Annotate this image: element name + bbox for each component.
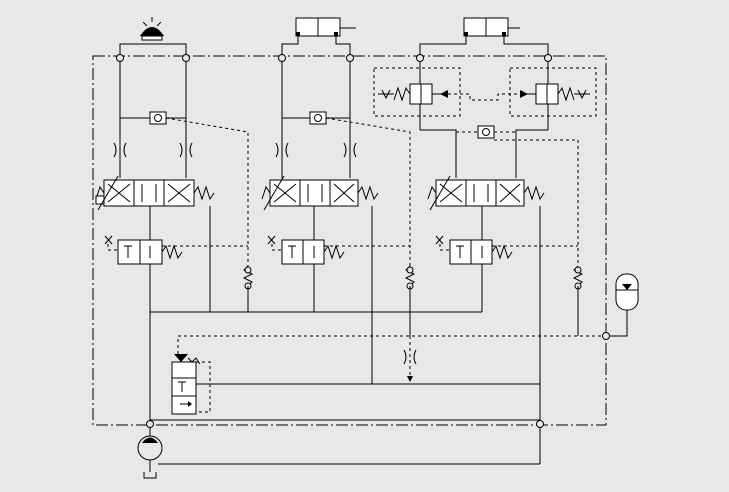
section-2 <box>261 17 417 384</box>
double-acting-cylinder-icon <box>463 17 520 37</box>
shuttle-valve-2 <box>309 111 327 125</box>
accumulator-icon <box>606 273 639 337</box>
directional-valve-1 <box>95 175 215 211</box>
directional-valve-2 <box>261 175 379 211</box>
tank-icon <box>143 472 157 479</box>
pressure-compensator-2 <box>267 235 345 265</box>
hydraulic-motor-icon <box>140 17 164 41</box>
inlet-pressure-valve <box>171 354 211 415</box>
relief-valve-3 <box>572 265 584 290</box>
pressure-compensator-1 <box>104 235 183 265</box>
section-1 <box>95 17 254 420</box>
shuttle-valve-3 <box>477 125 495 139</box>
pump-icon <box>137 435 163 472</box>
double-acting-cylinder-icon <box>295 17 356 37</box>
counterbalance-valve-a <box>373 67 461 117</box>
junctions <box>116 54 610 428</box>
shuttle-valve-1 <box>149 111 167 125</box>
load-sense-line <box>177 335 606 354</box>
section-3 <box>373 17 597 464</box>
pressure-compensator-3 <box>435 235 513 265</box>
counterbalance-valve-b <box>509 67 597 117</box>
directional-valve-3 <box>427 175 545 211</box>
